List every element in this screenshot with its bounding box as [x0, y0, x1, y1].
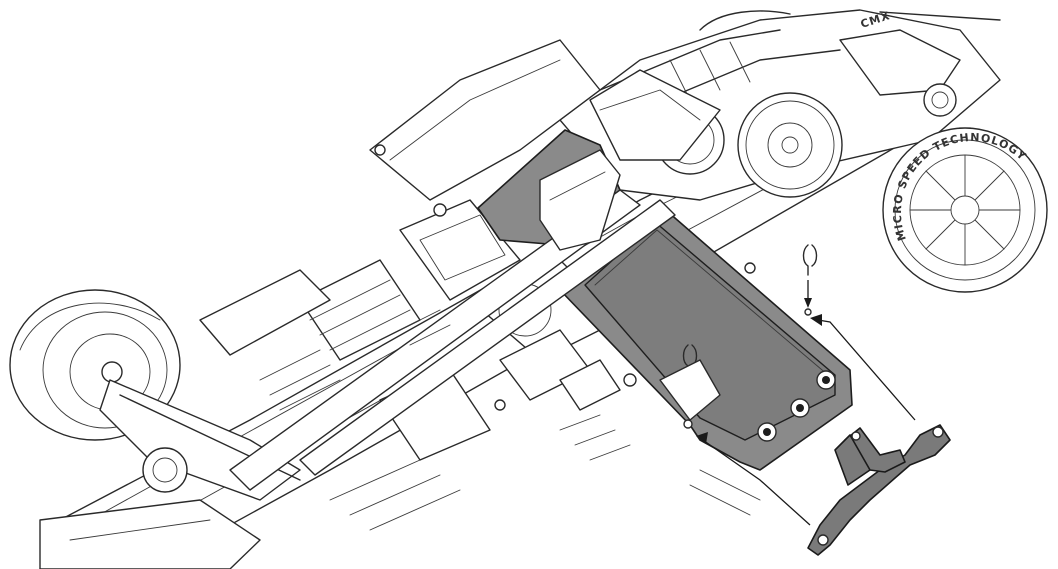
rear-wheel: MICRO SPEED TECHNOLOGY: [882, 127, 1048, 293]
body-clip-right: [802, 244, 818, 316]
spur-gear: [737, 92, 843, 198]
battery-screws: [757, 370, 836, 442]
assembly-arrows: [696, 314, 916, 526]
battery-holder: [807, 424, 951, 556]
upper-deck: [229, 69, 721, 491]
chassis-details: [329, 144, 761, 531]
front-shock: [142, 447, 188, 493]
